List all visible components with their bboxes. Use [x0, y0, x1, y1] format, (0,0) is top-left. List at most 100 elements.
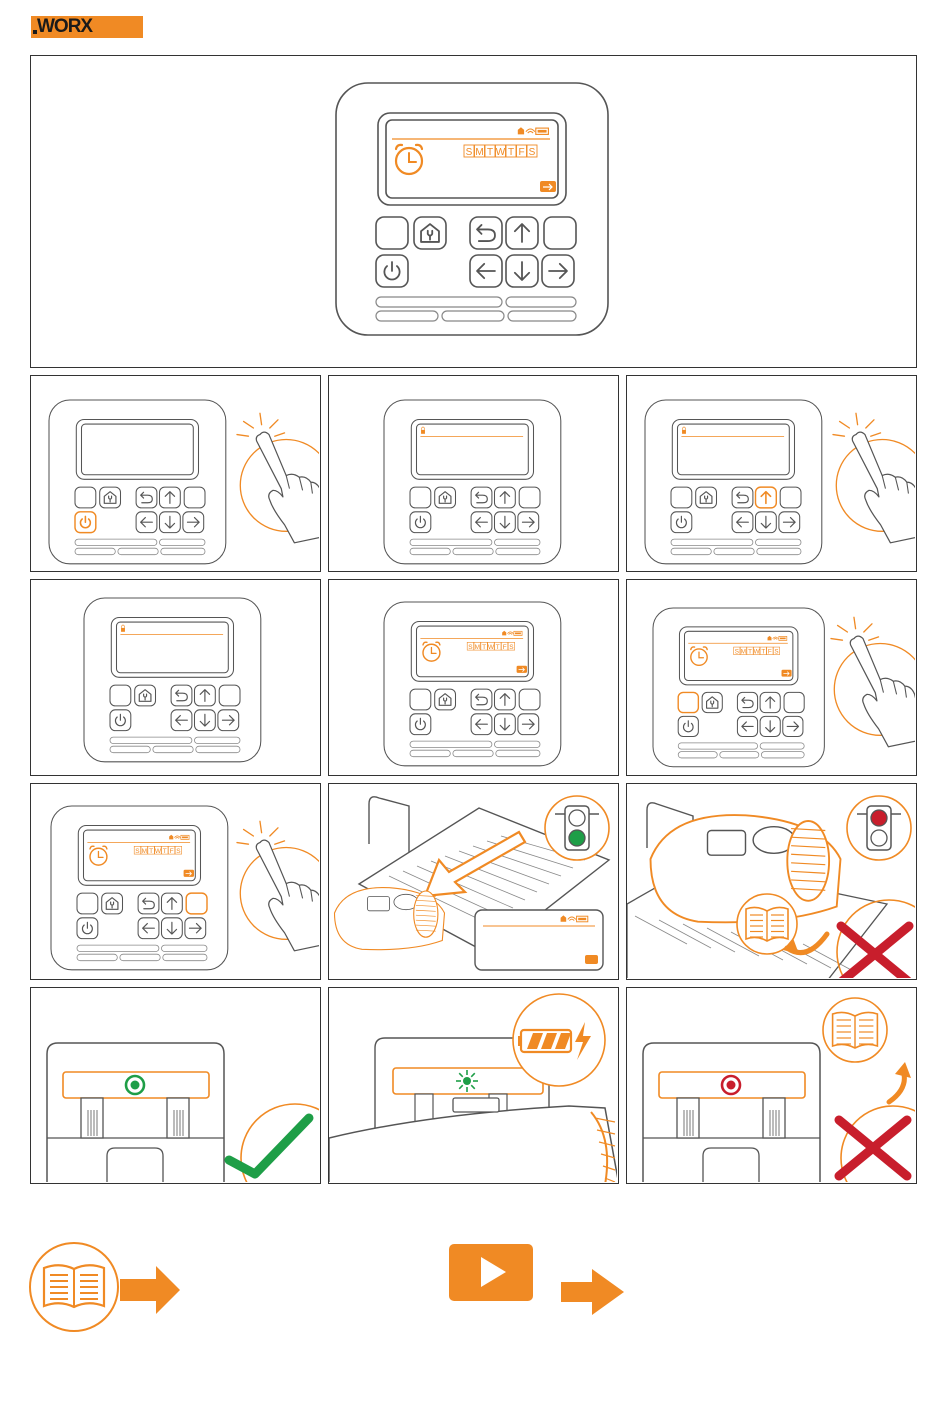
power-key — [671, 512, 692, 533]
control-panel — [49, 400, 226, 564]
down-key — [195, 710, 216, 731]
weekday-letter: S — [135, 848, 140, 855]
battery-fill — [182, 836, 188, 838]
return-arrow-head — [895, 1062, 911, 1078]
battery-fill — [780, 638, 786, 640]
step-8-panel — [328, 783, 619, 980]
power-key — [678, 716, 698, 736]
weekday-letter: M — [741, 648, 746, 655]
right-key — [518, 512, 539, 533]
blank-right-key — [544, 217, 576, 249]
dock-contact — [763, 1098, 785, 1138]
left-key — [136, 512, 157, 533]
weekday-letter: T — [482, 644, 486, 651]
home-key — [435, 487, 456, 508]
enter-icon — [540, 181, 556, 192]
left-key — [470, 255, 502, 287]
weekday-letter: W — [496, 147, 506, 158]
open-book-icon — [30, 1243, 118, 1331]
weekday-letter: T — [487, 147, 493, 158]
step-1-panel — [30, 375, 321, 572]
blank-right-key — [186, 893, 207, 914]
weekday-letter: M — [142, 848, 147, 855]
weekday-letter: M — [475, 147, 483, 158]
step-4-panel — [30, 579, 321, 776]
blank-left-key — [410, 689, 431, 710]
status-led-flashing — [456, 1070, 478, 1092]
up-key — [495, 487, 516, 508]
down-key — [756, 512, 777, 533]
down-key — [162, 918, 183, 939]
tap-hand-icon — [833, 413, 915, 543]
blank-right-key — [184, 487, 205, 508]
up-key — [195, 685, 216, 706]
up-key — [506, 217, 538, 249]
arrow-right-icon — [120, 1266, 180, 1314]
home-key — [135, 685, 156, 706]
enter-icon — [184, 870, 194, 877]
step-2-panel-art — [329, 376, 617, 570]
tap-hand-icon — [237, 821, 319, 951]
enter-icon — [517, 666, 527, 673]
weekday-row: SMTWTFS — [467, 642, 514, 651]
control-panel — [645, 400, 822, 564]
battery-fill — [538, 130, 547, 133]
home-key — [435, 689, 456, 710]
blank-left-key — [410, 487, 431, 508]
step-10-panel-art — [31, 988, 319, 1182]
lcd-screen — [678, 424, 790, 475]
power-key — [110, 710, 131, 731]
back-key — [732, 487, 753, 508]
step-4-panel-art — [31, 580, 319, 774]
weekday-letter: F — [518, 147, 524, 158]
weekday-letter: S — [466, 147, 473, 158]
tap-rays — [833, 413, 881, 436]
power-key — [376, 255, 408, 287]
home-key — [702, 692, 722, 712]
enter-icon — [585, 955, 598, 964]
control-panel — [84, 598, 261, 762]
step-6-panel: SMTWTFS — [626, 579, 917, 776]
weekday-letter: F — [170, 848, 174, 855]
blank-right-key — [784, 692, 804, 712]
lock-icon — [421, 430, 425, 434]
weekday-letter: W — [155, 848, 162, 855]
charging-dock — [47, 1043, 224, 1182]
right-key — [783, 716, 803, 736]
down-key — [760, 716, 780, 736]
back-key — [471, 487, 492, 508]
step-11-panel-art — [329, 988, 617, 1182]
power-key — [75, 512, 96, 533]
blank-right-key — [219, 685, 240, 706]
step-3-panel-art — [627, 376, 915, 570]
back-key — [471, 689, 492, 710]
weekday-letter: T — [748, 648, 752, 655]
manual-link[interactable] — [28, 1240, 188, 1336]
step-9-panel — [626, 783, 917, 980]
hero-panel-art: SMTWTFS — [31, 56, 915, 366]
weekday-row: SMTWTFS — [734, 647, 780, 655]
blank-left-key — [678, 692, 698, 712]
blank-left-key — [77, 893, 98, 914]
charging-dock — [643, 1043, 820, 1182]
lcd-screen — [82, 424, 194, 475]
battery-fill — [578, 918, 586, 920]
home-key — [100, 487, 121, 508]
right-key — [218, 710, 239, 731]
video-link[interactable] — [447, 1242, 629, 1316]
weekday-letter: T — [496, 644, 500, 651]
robot-mower — [335, 888, 445, 950]
weekday-letter: T — [508, 147, 514, 158]
blank-right-key — [519, 487, 540, 508]
tap-hand-icon — [237, 413, 319, 543]
control-panel — [384, 400, 561, 564]
weekday-letter: S — [509, 644, 514, 651]
step-1-panel-art — [31, 376, 319, 570]
dock-base-slot — [703, 1148, 759, 1182]
charging-battery-icon — [513, 994, 605, 1086]
step-6-panel-art: SMTWTFS — [627, 580, 915, 774]
step-9-panel-art — [627, 784, 915, 978]
weekday-letter: S — [529, 147, 536, 158]
